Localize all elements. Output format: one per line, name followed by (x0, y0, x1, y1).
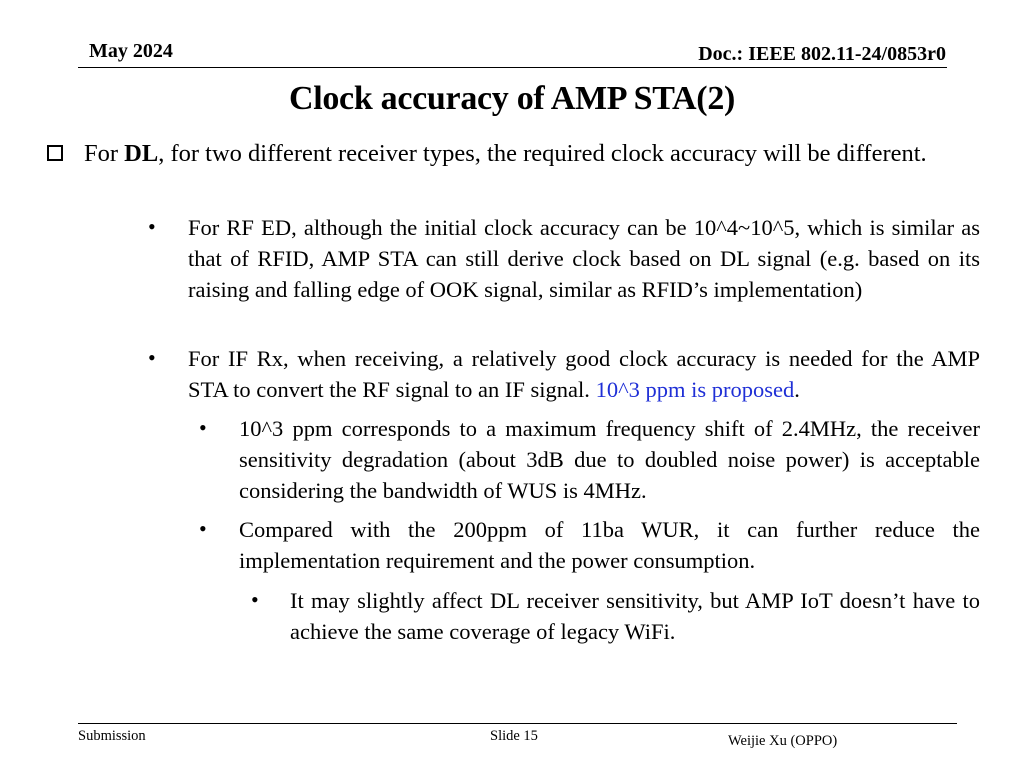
main-rest: , for two different receiver types, the … (158, 140, 927, 167)
main-bullet-text: For DL, for two different receiver types… (84, 137, 980, 170)
slide-title: Clock accuracy of AMP STA(2) (288, 80, 736, 117)
bullet-dot-icon: • (251, 587, 259, 612)
bullet-dot-icon: • (199, 516, 207, 541)
sub1-text: 10^3 ppm corresponds to a maximum freque… (239, 416, 980, 503)
subsub1-text: It may slightly affect DL receiver sensi… (290, 588, 980, 644)
main-prefix: For (84, 140, 125, 167)
bullet-dot-icon: • (148, 345, 156, 370)
item2-end: . (794, 377, 800, 402)
item1-text: For RF ED, although the initial clock ac… (188, 215, 980, 302)
footer-submission: Submission (78, 728, 146, 744)
footer-slide-number: Slide 15 (490, 728, 538, 744)
footer-rule (78, 723, 957, 724)
item2-text: For IF Rx, when receiving, a relatively … (188, 343, 980, 405)
bullet-dot-icon: • (199, 415, 207, 440)
footer-author: Weijie Xu (OPPO) (728, 733, 838, 749)
header-date: May 2024 (89, 40, 173, 62)
header-rule (78, 67, 947, 68)
item2-body: For IF Rx, when receiving, a relatively … (188, 346, 980, 402)
bullet-dot-icon: • (148, 214, 156, 239)
square-bullet-icon (47, 145, 63, 161)
header-doc-id: Doc.: IEEE 802.11-24/0853r0 (698, 43, 946, 65)
item2-highlight: 10^3 ppm is proposed (595, 377, 795, 402)
sub2-text: Compared with the 200ppm of 11ba WUR, it… (239, 517, 980, 573)
main-bold: DL (124, 140, 159, 167)
